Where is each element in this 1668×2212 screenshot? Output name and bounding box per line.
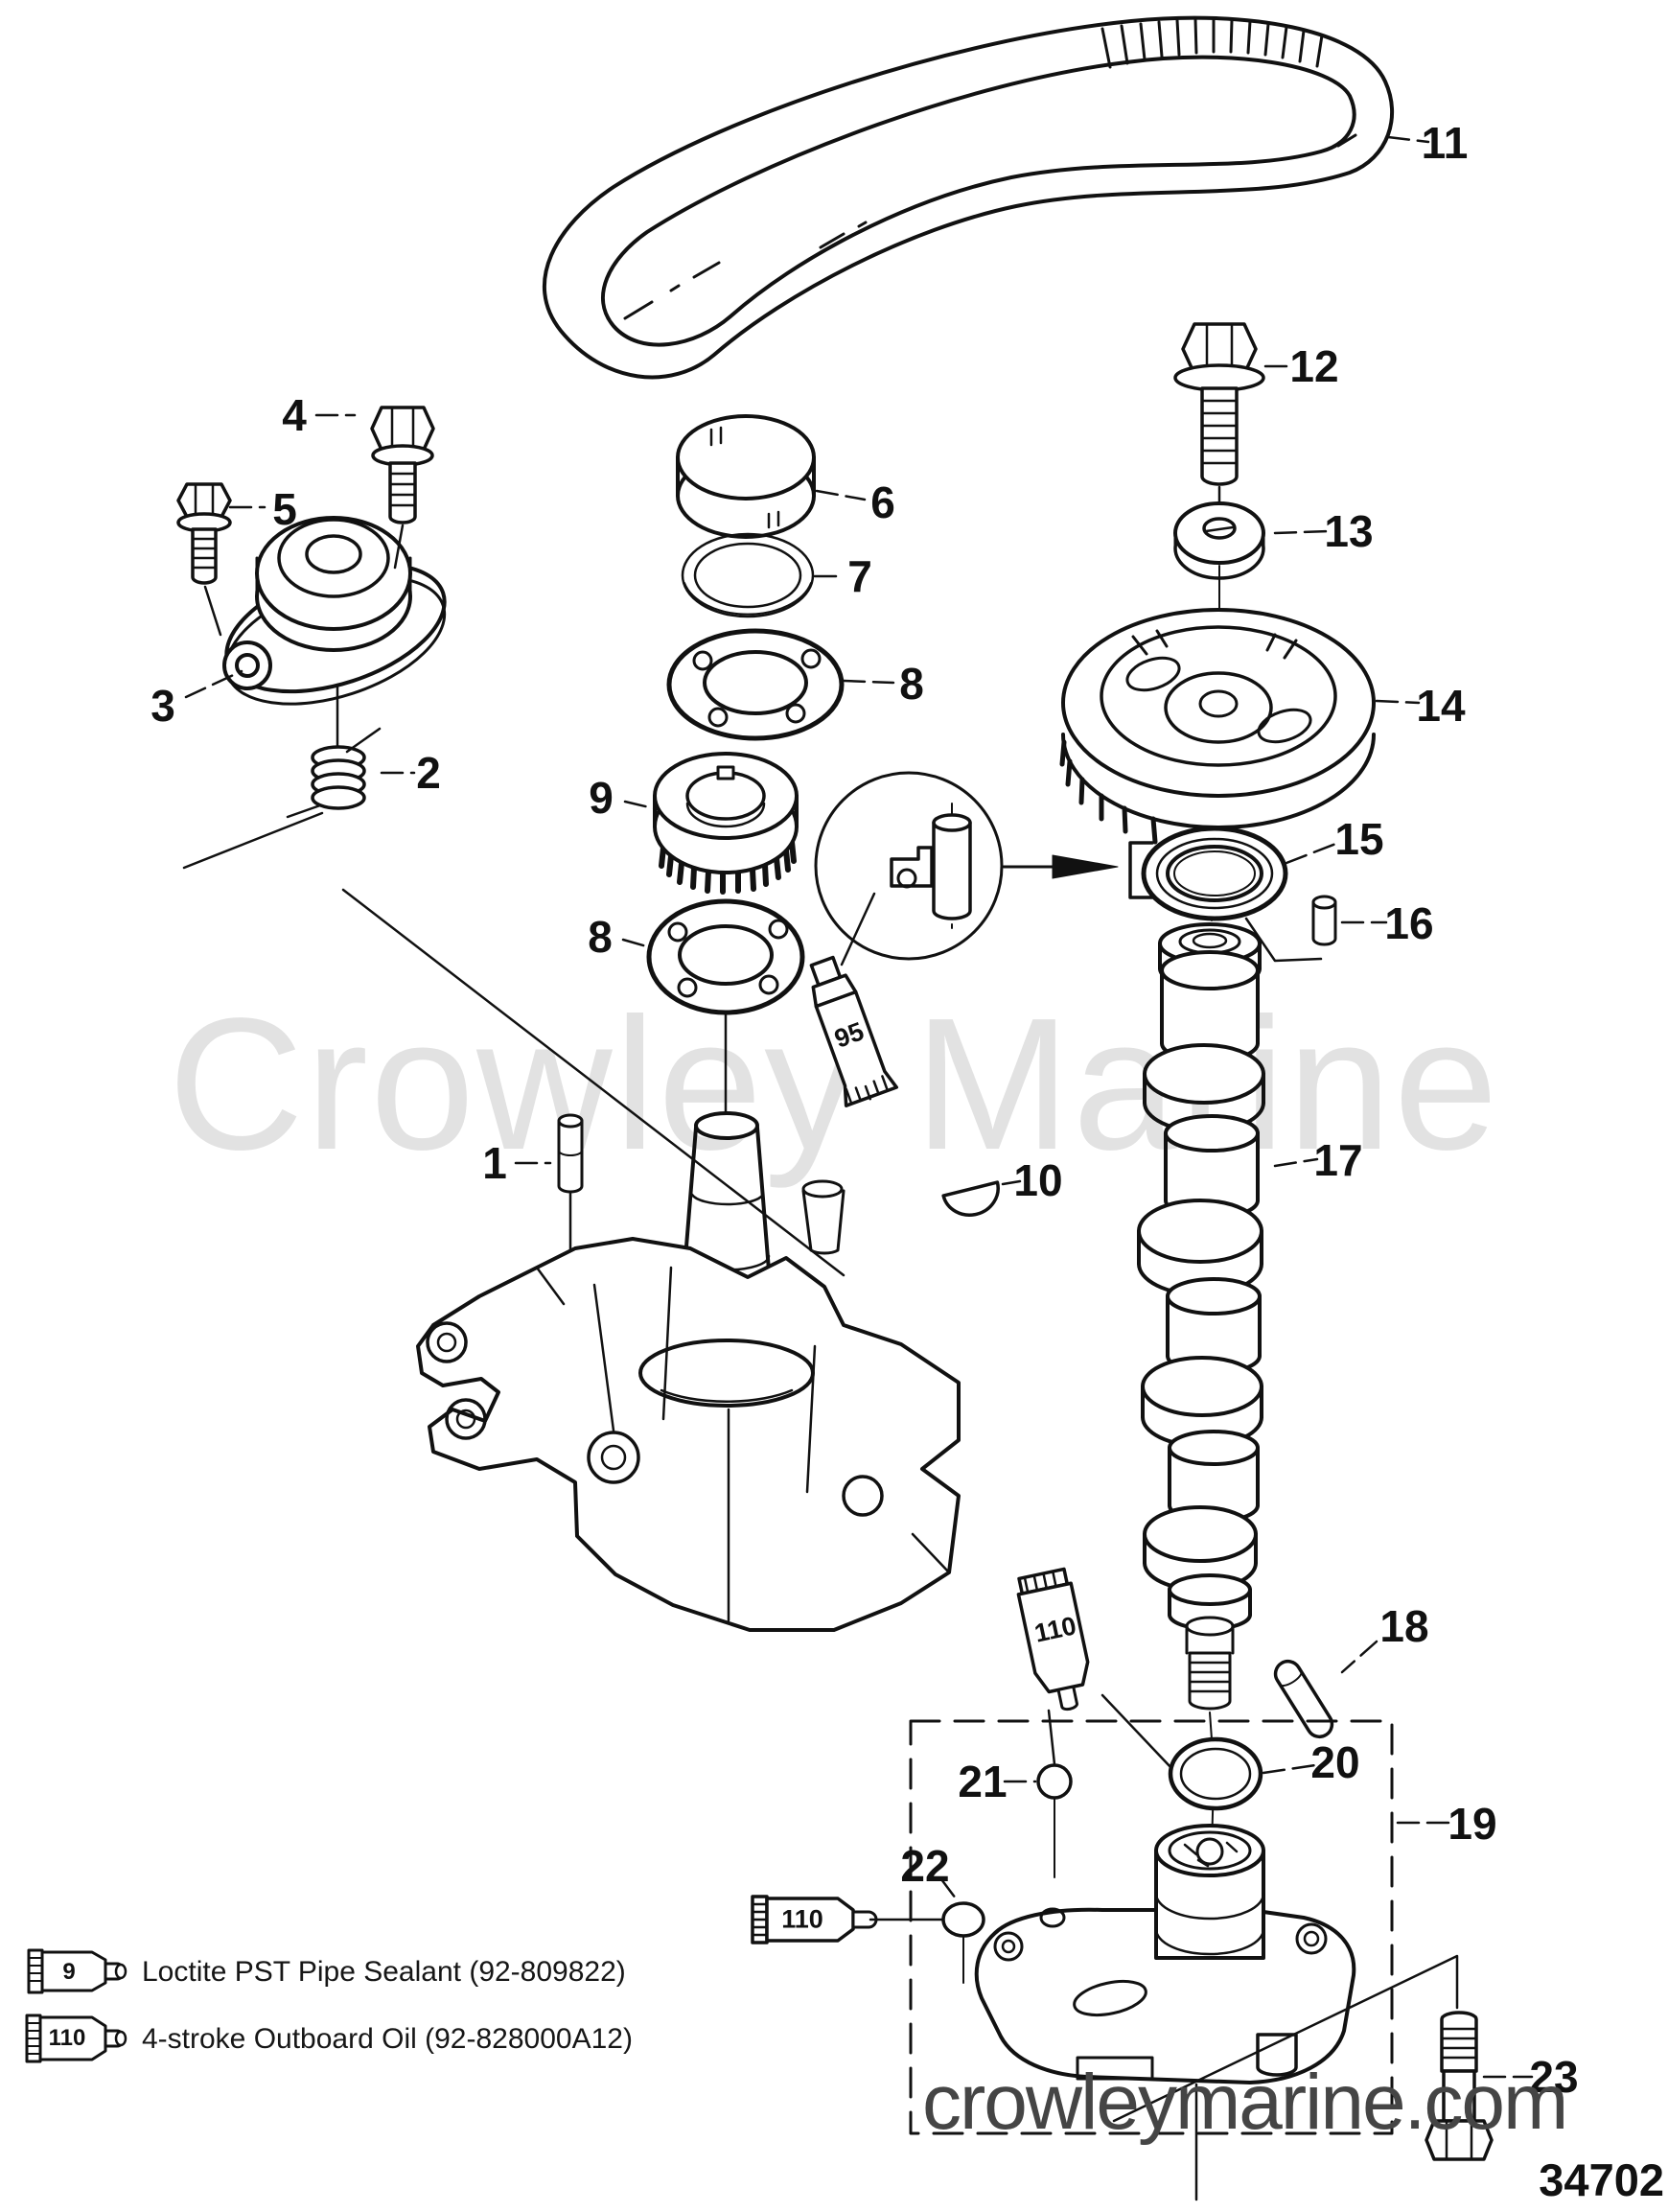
- callout-4[interactable]: 4: [282, 390, 307, 440]
- bushing-6: [676, 414, 816, 539]
- callout-23[interactable]: 23: [1529, 2052, 1579, 2102]
- callout-3[interactable]: 3: [151, 681, 175, 731]
- bolt-12: [1173, 322, 1265, 506]
- callout-leader-lines: [184, 135, 1534, 2079]
- stud-bolt-23: [1425, 2011, 1494, 2161]
- legend-item-sealant: Loctite PST Pipe Sealant (92-809822): [142, 1956, 626, 1988]
- callout-17[interactable]: 17: [1313, 1135, 1363, 1185]
- callout-8[interactable]: 8: [899, 659, 924, 709]
- woodruff-key-10: [941, 1180, 1000, 1217]
- callout-21[interactable]: 21: [958, 1757, 1008, 1806]
- callout-15[interactable]: 15: [1334, 814, 1384, 864]
- camshaft-17: [1137, 922, 1265, 1711]
- spring-2: [182, 683, 846, 1277]
- belt-teeth: [1100, 17, 1324, 69]
- tube-label-110: 110: [781, 1904, 823, 1934]
- dowel-pin-16: [1244, 895, 1337, 963]
- engine-block: [416, 1111, 961, 1632]
- o-ring-22: [941, 1901, 985, 1984]
- callout-6[interactable]: 6: [870, 477, 895, 527]
- callout-11[interactable]: 11: [1421, 118, 1469, 168]
- seal-ring-20: [1168, 1736, 1263, 1811]
- legend-tube-110-icon: [25, 2014, 127, 2063]
- callout-8-b[interactable]: 8: [588, 912, 613, 962]
- oil-pump-19: [974, 1824, 1459, 2201]
- legend-tube-9-label: 9: [62, 1959, 76, 1985]
- drawing-number: 34702: [1539, 2154, 1664, 2205]
- thrust-plate-8-lower: [646, 898, 805, 1120]
- tensioner-assembly: [222, 516, 447, 706]
- sealant-tube-110-lower: [751, 1895, 951, 1944]
- callout-19[interactable]: 19: [1448, 1799, 1497, 1849]
- sealant-tube-110-upper: [1016, 1567, 1173, 1770]
- callout-22[interactable]: 22: [900, 1841, 950, 1891]
- legend-tube-9-icon: [27, 1948, 127, 1994]
- callout-12[interactable]: 12: [1289, 341, 1339, 391]
- bolt-4: [370, 406, 435, 570]
- callout-18[interactable]: 18: [1379, 1601, 1429, 1651]
- inset-detail-circle: [814, 771, 1119, 961]
- callout-13[interactable]: 13: [1324, 506, 1374, 556]
- callout-10[interactable]: 10: [1013, 1155, 1063, 1205]
- callout-2[interactable]: 2: [416, 748, 441, 798]
- cam-pulley-14: [1059, 608, 1376, 921]
- bolt-5: [176, 482, 232, 637]
- thrust-plate-8-upper: [666, 628, 845, 741]
- o-ring-21: [1036, 1763, 1073, 1878]
- callout-5[interactable]: 5: [272, 484, 297, 534]
- crankshaft-gear-9: [653, 752, 799, 895]
- legend-item-oil: 4-stroke Outboard Oil (92-828000A12): [142, 2023, 633, 2055]
- dashed-boundary-19: [909, 1719, 1394, 2135]
- callout-7[interactable]: 7: [847, 551, 872, 601]
- callout-9[interactable]: 9: [589, 773, 614, 823]
- timing-belt: [543, 15, 1395, 380]
- callout-1[interactable]: 1: [482, 1138, 507, 1188]
- belt-dash-marks: [623, 133, 1357, 320]
- callout-16[interactable]: 16: [1384, 898, 1434, 948]
- legend-tube-110-label: 110: [48, 2025, 86, 2051]
- watermark-bottom: crowleymarine.com: [922, 2059, 1568, 2146]
- callout-14[interactable]: 14: [1416, 681, 1466, 731]
- oil-seal-15: [1128, 826, 1288, 921]
- dowel-pin-18: [1273, 1659, 1334, 1739]
- seal-ring-7: [681, 532, 815, 618]
- callout-20[interactable]: 20: [1310, 1737, 1360, 1787]
- sealant-tube-95: [809, 892, 899, 1107]
